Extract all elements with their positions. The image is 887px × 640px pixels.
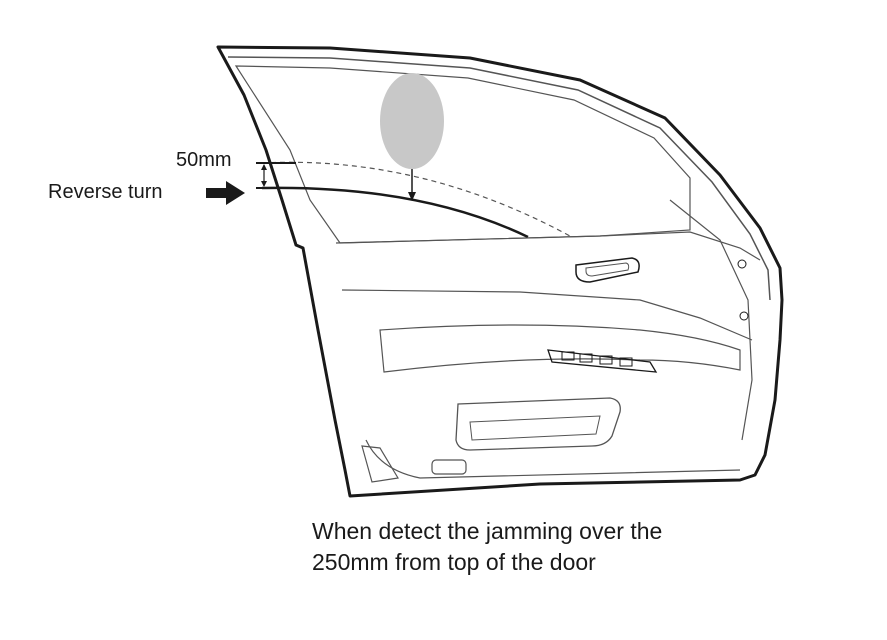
door-sash-inner bbox=[227, 56, 771, 301]
diagram-caption: When detect the jamming over the 250mm f… bbox=[312, 516, 662, 578]
window-frame-inner bbox=[234, 65, 691, 244]
window-switch-4 bbox=[619, 357, 633, 367]
caption-line-1: When detect the jamming over the bbox=[312, 518, 663, 544]
trim-lower-curve bbox=[365, 439, 741, 479]
hinge-side-trim bbox=[669, 199, 753, 441]
window-switch-2 bbox=[579, 353, 593, 363]
switch-panel bbox=[547, 349, 658, 373]
door-pocket-outer bbox=[455, 397, 621, 451]
dimension-arrowhead-down bbox=[261, 181, 267, 187]
hinge-bolt-1 bbox=[737, 259, 747, 269]
window-switch-3 bbox=[599, 355, 613, 365]
hinge-bolt-2 bbox=[739, 311, 749, 321]
inner-door-handle-recess bbox=[585, 262, 630, 277]
window-glass-edge bbox=[261, 186, 529, 239]
trim-belt-line bbox=[335, 231, 761, 261]
armrest-outline bbox=[379, 324, 741, 373]
lower-vent bbox=[431, 459, 467, 475]
dimension-arrowhead-up bbox=[261, 164, 267, 170]
obstacle-ellipse-icon bbox=[380, 73, 444, 169]
force-arrow-head bbox=[408, 192, 416, 201]
window-glass-top-dashed bbox=[261, 161, 571, 237]
trim-upper-panel bbox=[341, 289, 753, 341]
dimension-label: 50mm bbox=[176, 149, 232, 171]
inner-door-handle bbox=[575, 257, 640, 283]
window-switch-1 bbox=[561, 351, 575, 361]
arrow-right-icon bbox=[206, 181, 245, 205]
reverse-turn-label: Reverse turn bbox=[48, 181, 163, 203]
caption-line-2: 250mm from top of the door bbox=[312, 549, 596, 575]
door-pocket-inner bbox=[469, 415, 601, 441]
door-outer-outline bbox=[216, 45, 784, 498]
speaker-grille bbox=[361, 445, 399, 483]
